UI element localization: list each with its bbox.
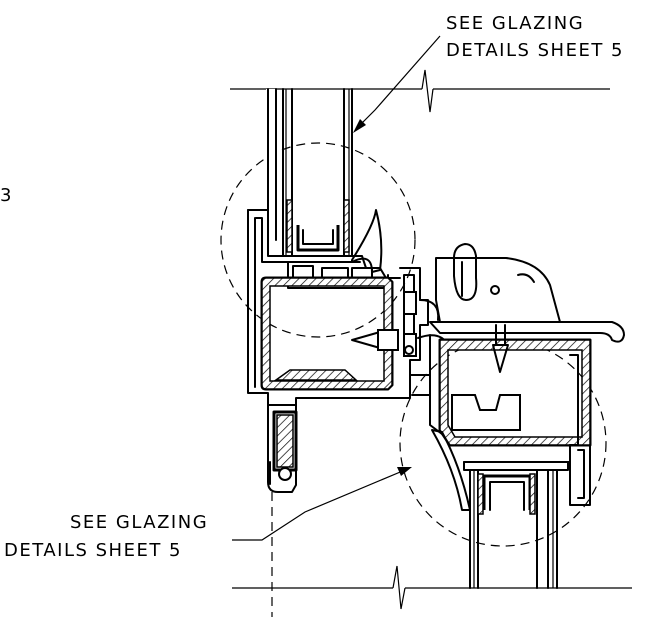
sash-lock-handle (435, 243, 561, 323)
bottom-break-line (232, 565, 632, 610)
upper-glass-unit (266, 88, 353, 257)
bottom-leader (232, 467, 412, 541)
fastener-screw (351, 329, 399, 351)
top-callout-line1: SEE GLAZING (446, 13, 585, 34)
top-callout-line2: DETAILS SHEET 5 (446, 40, 625, 61)
top-break-line (230, 69, 610, 113)
bottom-callout-line1: SEE GLAZING (70, 512, 209, 533)
sheet-fragment-label: 3 (0, 185, 13, 206)
lower-glass-unit (463, 461, 571, 589)
sill-block (267, 404, 298, 493)
upper-glazing-gasket (351, 209, 383, 273)
lower-sash-frame (429, 321, 625, 506)
bottom-callout-line2: DETAILS SHEET 5 (4, 540, 183, 561)
interlock (399, 267, 449, 399)
sash-frame (247, 209, 411, 406)
top-detail-circle (220, 142, 416, 338)
top-leader (353, 35, 441, 133)
